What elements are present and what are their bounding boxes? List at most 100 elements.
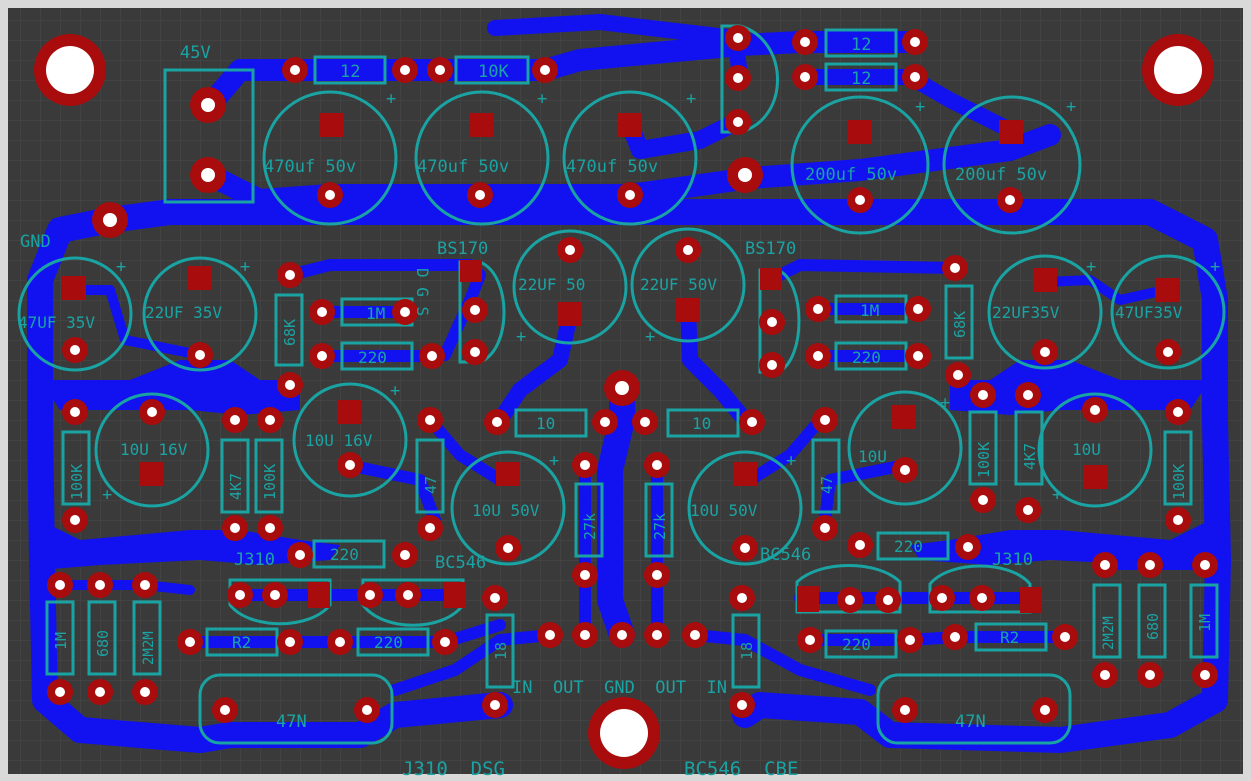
res-4k7-left: 4K7: [227, 473, 245, 500]
drill-hole: [70, 345, 80, 355]
label-bs170-left: BS170: [437, 239, 488, 259]
drill-hole: [737, 593, 747, 603]
drill-hole: [285, 637, 295, 647]
res-27k-left: 27k: [581, 513, 599, 540]
label-bc546-left: BC546: [435, 553, 486, 573]
drill-hole: [580, 630, 590, 640]
drill-hole: [265, 415, 275, 425]
drill-hole: [140, 687, 150, 697]
res-r2-left: R2: [232, 633, 251, 652]
res-220-bottom-left: 220: [374, 633, 403, 652]
drill-hole: [365, 590, 375, 600]
drill-hole: [1173, 407, 1183, 417]
cap-470-3: 470uf 50v: [566, 157, 658, 177]
drill-hole: [652, 570, 662, 580]
res-680-bottom-left: 680: [94, 630, 112, 657]
drill-hole: [580, 570, 590, 580]
cap-22-left: 22UF 35V: [145, 303, 222, 322]
drill-hole: [400, 65, 410, 75]
label-j310-dsg: J310 DSG: [402, 758, 505, 780]
drill-hole: [185, 637, 195, 647]
drill-hole: [767, 360, 777, 370]
drill-hole: [1090, 405, 1100, 415]
drill-hole: [580, 460, 590, 470]
drill-hole: [400, 307, 410, 317]
drill-hole: [1145, 560, 1155, 570]
cap-10u50-left: 10U 50V: [472, 501, 540, 520]
res-2m2-bottom-left: 2M2M: [141, 631, 157, 665]
res-100k-4: 100K: [1170, 464, 1188, 500]
plus-mark: +: [645, 327, 655, 347]
label-j310-right: J310: [992, 550, 1033, 570]
round-pads: [47, 25, 1218, 723]
drill-hole: [95, 580, 105, 590]
drill-hole: [950, 632, 960, 642]
drill-hole: [565, 245, 575, 255]
drill-hole: [800, 72, 810, 82]
drill-hole: [147, 407, 157, 417]
label-bc546-cbe: BC546 CBE: [684, 758, 798, 780]
drill-hole: [295, 550, 305, 560]
drill-hole: [317, 307, 327, 317]
res-10k: 10K: [478, 62, 509, 82]
drill-hole: [540, 65, 550, 75]
res-220-left: 220: [358, 348, 387, 367]
drill-hole: [978, 495, 988, 505]
plus-mark: +: [386, 89, 396, 109]
drill-hole: [813, 304, 823, 314]
drill-hole: [1200, 670, 1210, 680]
label-45v: 45V: [180, 43, 211, 63]
res-4k7-right: 4K7: [1021, 443, 1039, 470]
drill-hole: [900, 465, 910, 475]
drill-hole: [733, 117, 743, 127]
drill-hole: [733, 73, 743, 83]
drill-hole: [855, 540, 865, 550]
cap-10u-right1: 10U: [858, 447, 887, 466]
drill-hole: [1040, 347, 1050, 357]
drill-hole: [900, 705, 910, 715]
res-220-j-right: 220: [894, 537, 923, 556]
pads-layer: [34, 34, 1214, 769]
label-dgs: D G S: [413, 268, 432, 316]
drill-hole: [855, 195, 865, 205]
drill-hole: [95, 687, 105, 697]
drill-hole: [235, 590, 245, 600]
plus-mark: +: [116, 257, 126, 277]
label-bs170-right: BS170: [745, 239, 796, 259]
plus-mark: +: [686, 89, 696, 109]
cap-10u-right2: 10U: [1072, 440, 1101, 459]
drill-hole: [1023, 505, 1033, 515]
plus-mark: +: [786, 451, 796, 471]
cap-22-midleft: 22UF 50: [518, 275, 585, 294]
plus-mark: +: [1066, 97, 1076, 117]
cap-200-1: 200uf 50v: [805, 165, 897, 185]
drill-hole: [1100, 560, 1110, 570]
res-12-b: 12: [851, 69, 871, 89]
drill-hole: [737, 700, 747, 710]
res-2m2-bottom-right: 2M2M: [1101, 616, 1117, 650]
res-12-a: 12: [851, 35, 871, 55]
drill-hole: [805, 635, 815, 645]
cap-47-left: 47UF 35V: [18, 313, 95, 332]
res-18-left: 18: [492, 642, 510, 660]
drill-hole: [400, 550, 410, 560]
res-220-right: 220: [852, 348, 881, 367]
cap-22-midright: 22UF 50V: [640, 275, 717, 294]
drill-hole: [475, 190, 485, 200]
plus-mark: +: [390, 381, 400, 401]
drill-hole: [767, 317, 777, 327]
drill-hole: [490, 700, 500, 710]
drill-hole: [425, 523, 435, 533]
drill-hole: [470, 305, 480, 315]
res-220-bottom-right: 220: [842, 635, 871, 654]
drill-hole: [427, 351, 437, 361]
drill-hole: [403, 590, 413, 600]
drill-hole: [440, 637, 450, 647]
drill-hole: [1005, 195, 1015, 205]
drill-hole: [963, 542, 973, 552]
drill-hole: [683, 245, 693, 255]
drill-hole: [813, 351, 823, 361]
drill-hole: [652, 630, 662, 640]
res-1m-bottom-right: 1M: [1196, 614, 1214, 632]
drill-hole: [733, 33, 743, 43]
